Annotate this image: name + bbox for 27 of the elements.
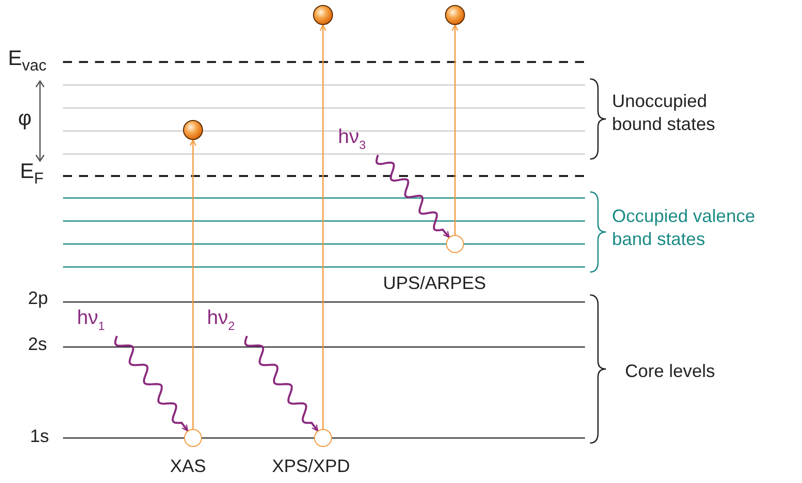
excitation-arrow (190, 139, 196, 429)
photon-arrow (376, 154, 450, 238)
photon-energy-label: hν$_{1}$ (77, 308, 105, 332)
electron-sphere (183, 120, 203, 140)
level-label: 1s (30, 425, 50, 448)
level-label: Core levels (625, 360, 716, 383)
hole-circle (184, 429, 202, 447)
hole-circle (314, 429, 332, 447)
photon-energy-label: hν$_{3}$ (338, 127, 366, 151)
hole-circle (446, 235, 464, 253)
excitation-arrow (452, 24, 458, 235)
electron-sphere (445, 5, 465, 25)
technique-label: XAS (170, 455, 206, 478)
level-label: E$_{vac}$ (8, 46, 47, 76)
level-label: φ (18, 106, 32, 132)
photon-arrow (114, 336, 188, 432)
level-label: Occupied valence band states (612, 205, 756, 252)
level-label: Unoccupied bound states (612, 90, 716, 136)
level-label: E$_{F}$ (20, 159, 44, 190)
technique-label: XPS/XPD (272, 455, 350, 478)
level-label: 2s (28, 333, 48, 356)
excitation-arrow (320, 24, 326, 429)
photon-arrow (244, 336, 318, 432)
electron-sphere (313, 5, 333, 25)
technique-label: UPS/ARPES (383, 272, 486, 295)
level-label: 2p (28, 287, 48, 310)
photon-energy-label: hν$_{2}$ (207, 308, 235, 332)
